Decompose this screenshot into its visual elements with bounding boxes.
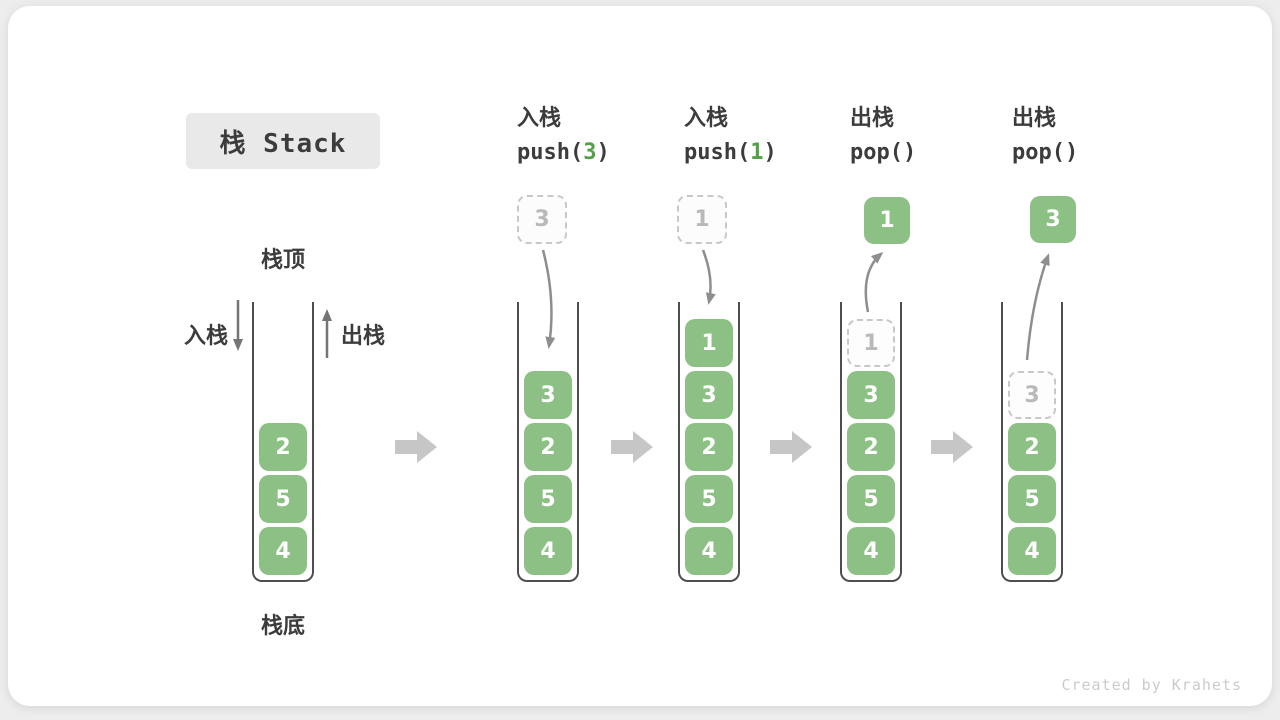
- op-label-pop-1: 出栈 pop(): [850, 104, 916, 170]
- code-pre: pop(: [1012, 140, 1065, 165]
- step-arrow-icon: [770, 431, 812, 463]
- push-direction-label: 入栈: [183, 324, 228, 349]
- code-post: ): [902, 140, 917, 165]
- stack-bottom-label: 栈底: [260, 614, 305, 639]
- stack-block: 2: [685, 423, 733, 471]
- code-post: ): [1064, 140, 1079, 165]
- diagram-title: 栈 Stack: [186, 113, 380, 169]
- op-name: 入栈: [517, 106, 562, 131]
- op-label-push-1: 入栈 push(1): [684, 104, 777, 170]
- popped-value-box: 1: [864, 197, 910, 244]
- code-pre: push(: [684, 140, 751, 165]
- stack-block: 3: [685, 371, 733, 419]
- op-name: 入栈: [684, 106, 729, 131]
- stack-block: 2: [259, 423, 307, 471]
- incoming-value-box: 3: [517, 195, 567, 244]
- stack-block: 2: [847, 423, 895, 471]
- op-code: pop(): [850, 136, 916, 170]
- stack-block: 5: [685, 475, 733, 523]
- popped-value-box: 3: [1030, 196, 1076, 243]
- stack-block: 4: [1008, 527, 1056, 575]
- code-pre: push(: [517, 140, 584, 165]
- stack-block: 5: [847, 475, 895, 523]
- op-code: push(1): [684, 136, 777, 170]
- op-code: pop(): [1012, 136, 1078, 170]
- diagram-title-text: 栈 Stack: [219, 128, 347, 159]
- op-label-pop-3: 出栈 pop(): [1012, 104, 1078, 170]
- stack-block: 4: [259, 527, 307, 575]
- code-post: ): [596, 140, 610, 165]
- code-post: ): [763, 140, 777, 165]
- op-label-push-3: 入栈 push(3): [517, 104, 610, 170]
- push-1-flow-arrow-icon: [701, 249, 716, 305]
- stack-block: 4: [685, 527, 733, 575]
- code-arg: 1: [750, 140, 764, 165]
- stack-block: 2: [524, 423, 572, 471]
- stack-block: 3: [847, 371, 895, 419]
- pop-direction-label: 出栈: [341, 324, 386, 349]
- stack-block: 2: [1008, 423, 1056, 471]
- stack-block: 4: [847, 527, 895, 575]
- step-arrow-icon: [611, 431, 653, 463]
- stack-slot-ghost: 1: [847, 319, 895, 367]
- stack-slot-ghost: 3: [1008, 371, 1056, 419]
- stack-block: 3: [524, 371, 572, 419]
- step-arrow-icon: [395, 431, 437, 463]
- stack-block: 5: [259, 475, 307, 523]
- op-name: 出栈: [1012, 106, 1057, 131]
- stack-block: 1: [685, 319, 733, 367]
- code-arg: 3: [583, 140, 597, 165]
- step-arrow-icon: [931, 431, 973, 463]
- stack-top-label: 栈顶: [260, 248, 305, 273]
- incoming-value-box: 1: [677, 195, 727, 244]
- stack-block: 5: [1008, 475, 1056, 523]
- op-code: push(3): [517, 136, 610, 170]
- stack-block: 5: [524, 475, 572, 523]
- code-pre: pop(: [850, 140, 903, 165]
- watermark: Created by Krahets: [1061, 676, 1242, 694]
- stack-block: 4: [524, 527, 572, 575]
- op-name: 出栈: [850, 106, 895, 131]
